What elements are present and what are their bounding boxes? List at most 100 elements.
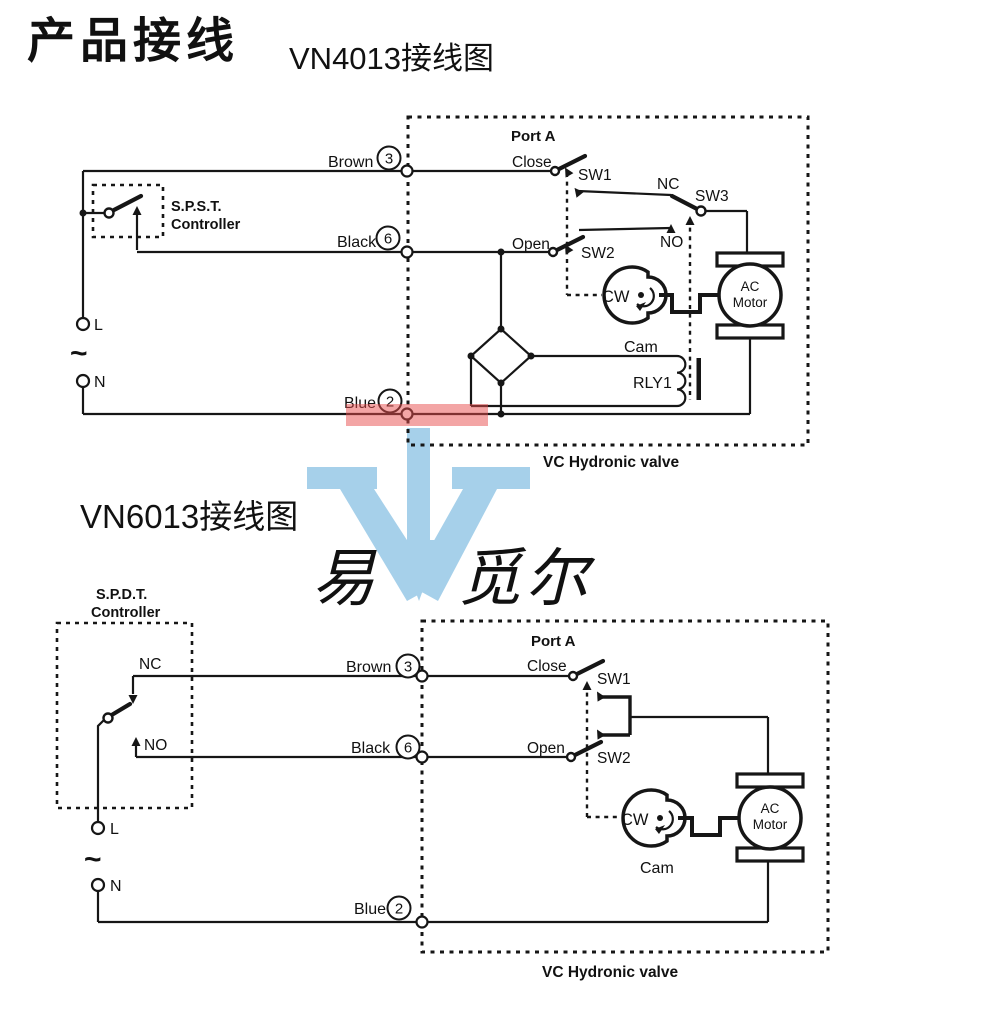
vn4013-no-contact-arrow <box>666 224 676 233</box>
vn4013-terminal-N <box>75 373 91 389</box>
watermark-char-right: 觅尔 <box>458 544 596 614</box>
vn6013-switch-bracket <box>601 695 632 737</box>
black-label: Black <box>351 740 391 757</box>
vn4013-valve-box <box>406 115 810 447</box>
vn6013-sw2-contact <box>565 751 577 763</box>
vn6013-live-riser <box>96 719 105 822</box>
live-label: L <box>110 821 119 838</box>
brown-label: Brown <box>346 659 391 676</box>
watermark-char-left: 易 <box>312 544 379 614</box>
sw3-label: SW3 <box>695 188 729 205</box>
sw1-label: SW1 <box>578 167 612 184</box>
vn4013-sw3-motor-wire <box>705 209 749 254</box>
cw-label: CW <box>602 288 630 306</box>
vn6013-cam-link <box>585 684 621 819</box>
nc-label: NC <box>657 176 679 193</box>
vn4013-spst-arrow <box>132 206 142 215</box>
blue-label: Blue <box>354 901 386 918</box>
cam-rotation-arrowhead <box>636 302 646 311</box>
vn6013-sw1-lever <box>572 658 606 678</box>
wire-number: 3 <box>404 659 412 676</box>
black-label: Black <box>337 234 377 251</box>
vn4013-sw3-pivot <box>695 205 707 217</box>
vn6013-sw1-contact <box>567 670 579 682</box>
vn4013-sw1-lever <box>554 153 588 173</box>
vn4013-terminal-L <box>75 316 91 332</box>
neutral-label: N <box>94 374 106 391</box>
close-label: Close <box>512 154 552 171</box>
vn4013-diagram: 3 6 2 Brown Black Blue S.P.S.T. Controll… <box>70 115 810 471</box>
vn6013-sw2-bracket-arrow <box>597 729 606 740</box>
valve-caption: VC Hydronic valve <box>543 454 679 471</box>
cam-rotation-arrowhead <box>655 825 665 834</box>
vn6013-sw1-bracket-arrow <box>597 691 606 702</box>
sw1-label: SW1 <box>597 671 631 688</box>
wire-number-circle <box>395 734 421 760</box>
vn4013-spst-lever <box>109 193 144 214</box>
wire-number: 2 <box>395 901 403 918</box>
valve-caption: VC Hydronic valve <box>542 964 678 981</box>
ac-symbol: ~ <box>70 337 88 370</box>
wire-number-circle <box>395 653 421 679</box>
terminal-brown <box>400 164 414 178</box>
brand-watermark: 易 觅尔 <box>307 428 596 614</box>
junction-dot <box>497 410 505 418</box>
vn6013-sw2-lever <box>570 739 604 759</box>
watermark-right-serif <box>452 467 530 489</box>
vn6013-spdt-lever <box>107 701 133 719</box>
no-label: NO <box>660 234 683 251</box>
vn6013-blue-wire <box>96 891 416 924</box>
vn4013-title: VN4013接线图 <box>289 41 494 76</box>
vn4013-sw2-lever <box>552 234 586 254</box>
port-a-label: Port A <box>531 633 576 650</box>
wire-number-circle <box>376 145 402 171</box>
watermark-arrow-head <box>396 540 441 601</box>
motor-label-line1: AC <box>741 279 760 294</box>
cw-label: CW <box>621 811 649 829</box>
vn6013-terminal-N <box>90 877 106 893</box>
motor-label-line1: AC <box>761 801 780 816</box>
junction-dot <box>467 352 475 360</box>
junction-dot <box>79 209 87 217</box>
cam-shape <box>621 788 687 848</box>
junction-dot <box>527 352 535 360</box>
watermark-arrow-stem <box>407 428 430 544</box>
vn6013-title: VN6013接线图 <box>80 498 298 535</box>
vn4013-nc-wire <box>577 189 672 197</box>
vn6013-cam-link-arrow <box>582 681 592 690</box>
junction-dot <box>497 379 505 387</box>
motor-label-line2: Motor <box>733 295 768 310</box>
vn6013-motor-body <box>737 785 803 851</box>
wire-number: 6 <box>384 231 392 248</box>
vn6013-valve-box <box>420 619 830 954</box>
port-a-label: Port A <box>511 128 556 145</box>
watermark-left-serif <box>307 467 377 489</box>
terminal-brown <box>415 669 429 683</box>
wire-number: 3 <box>385 151 393 168</box>
vn4013-sw3-link-arrow <box>685 216 695 225</box>
brown-label: Brown <box>328 154 373 171</box>
terminal-black <box>400 245 414 259</box>
vn4013-bridge-diamond <box>469 327 533 385</box>
vn4013-controller-box <box>91 183 165 239</box>
wire-number-circle <box>375 225 401 251</box>
vn4013-sw2-contact <box>547 246 559 258</box>
junction-dot <box>497 248 505 256</box>
vn6013-motor-feed <box>630 715 770 774</box>
vn6013-no-contact-arrow <box>131 737 141 746</box>
controller-name-label: Controller <box>91 605 161 621</box>
cam-shape <box>602 265 668 325</box>
vn6013-spdt-pivot <box>102 712 114 724</box>
vn6013-nc-contact-arrow <box>128 695 138 704</box>
controller-type-label: S.P.D.T. <box>96 587 147 603</box>
live-label: L <box>94 317 103 334</box>
vn6013-diagram: 3 6 2 S.P.D.T. Controller NC NO L ~ N Br… <box>55 587 830 981</box>
controller-nc-label: NC <box>139 656 161 673</box>
vn4013-coupling <box>659 293 718 314</box>
open-label: Open <box>527 740 565 757</box>
terminal-blue <box>415 915 429 929</box>
vn6013-motor-top-plate <box>735 772 805 789</box>
vn4013-sw2-link-arrow <box>565 244 574 255</box>
relay-label: RLY1 <box>633 375 672 392</box>
